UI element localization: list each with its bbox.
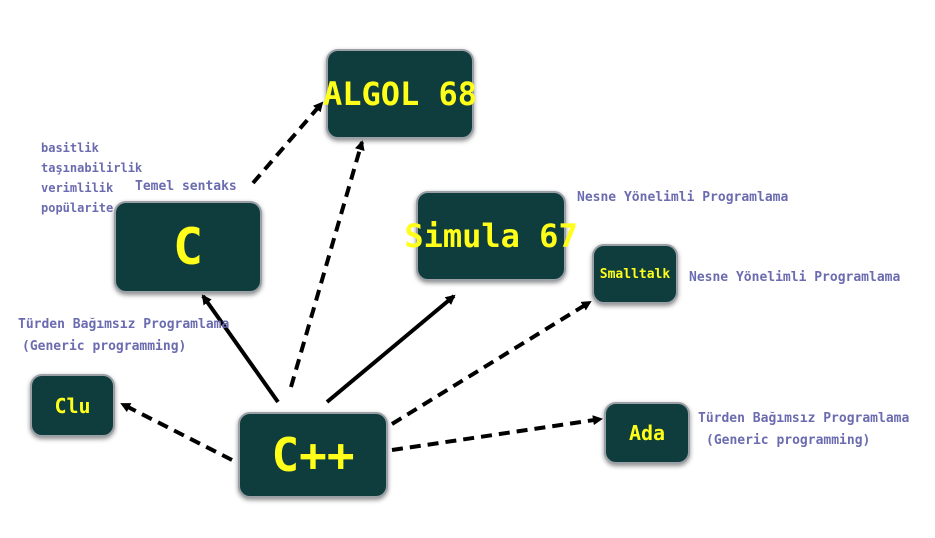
node-algol-68: ALGOL 68 (323, 49, 477, 139)
node-simula-67: Simula 67 (404, 191, 578, 281)
node-clu: Clu (30, 374, 115, 437)
note-clu-generic-1: Türden Bağımsız Programlama (18, 317, 230, 332)
node-ada: Ada (604, 402, 690, 464)
note-clu-generic-2: (Generic programming) (22, 339, 187, 354)
note-c-trait-3: verimlilik (41, 181, 114, 195)
edge-cpp-to-algol (289, 140, 365, 388)
note-simula-oop: Nesne Yönelimli Programlama (577, 190, 789, 205)
edge-cpp-to-smalltalk (390, 300, 592, 426)
note-c-trait-4: popülarite (41, 201, 114, 215)
edge-cpp-to-clu (120, 402, 233, 462)
edge-c-to-algol (251, 101, 324, 185)
node-smalltalk: Smalltalk (592, 244, 678, 304)
node-cpp: C++ (238, 412, 388, 498)
note-ada-generic-2: (Generic programming) (706, 433, 871, 448)
note-ada-generic-1: Türden Bağımsız Programlama (698, 411, 910, 426)
note-smalltalk-oop: Nesne Yönelimli Programlama (689, 270, 901, 285)
edge-cpp-to-ada (391, 415, 603, 452)
edge-cpp-to-c (201, 294, 280, 404)
note-c-syntax: Temel sentaks (135, 179, 237, 194)
note-c-trait-2: taşınabilirlik (41, 161, 143, 175)
note-c-trait-1: basitlik (41, 141, 99, 155)
edge-cpp-to-simula (325, 294, 456, 404)
node-c: C (114, 201, 262, 293)
